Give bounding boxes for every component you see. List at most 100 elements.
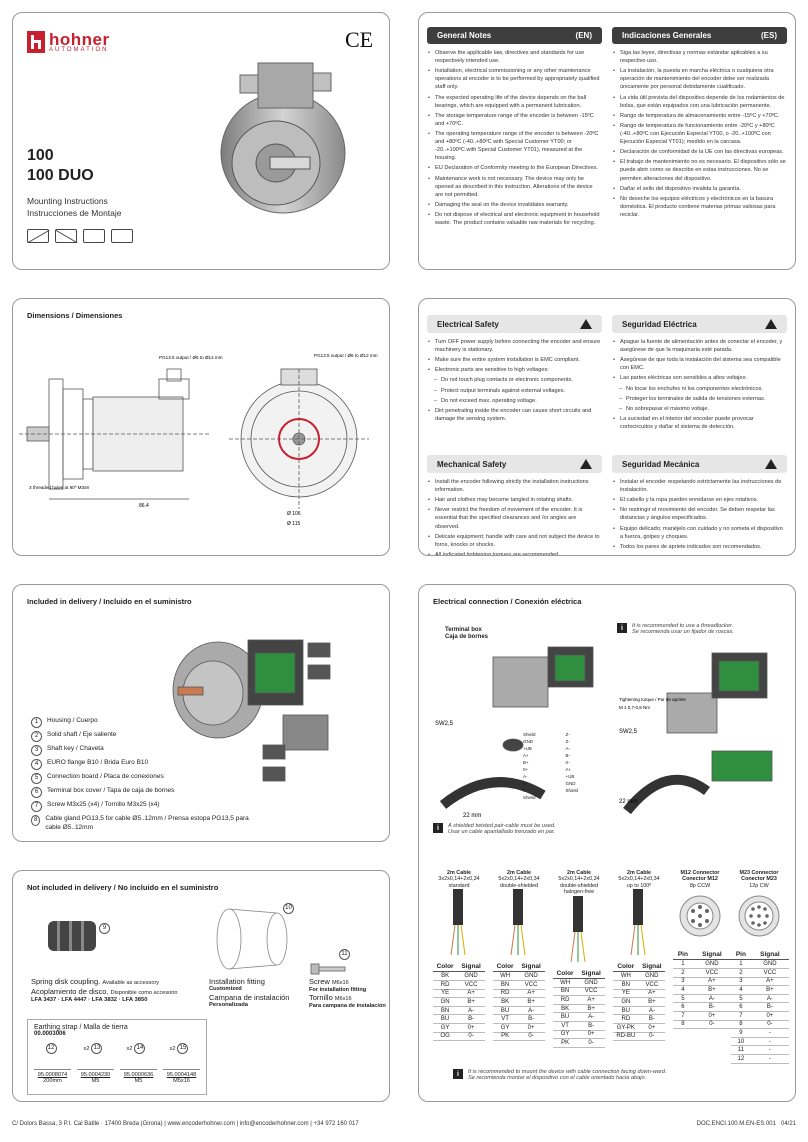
footer-doc: DOC.ENCI.100.M.EN-ES.001 04/21: [696, 1121, 796, 1127]
hand-icon: [111, 229, 133, 243]
part-qty: x2: [169, 1045, 176, 1052]
subtitle-en: Mounting Instructions: [27, 196, 108, 206]
warning-icon: [765, 459, 777, 469]
mechanical-safety-es-header: Seguridad Mecánica: [612, 455, 787, 473]
not-included-panel: Not included in delivery / No incluido e…: [12, 870, 390, 1102]
electrical-connection-panel: Electrical connection / Conexión eléctri…: [418, 584, 796, 1102]
part-code: 95.0004148: [166, 1072, 197, 1078]
electrical-safety-es: Seguridad Eléctrica Apague la fuente de …: [612, 315, 787, 433]
item-label: Terminal box cover / Tapa de caja de bor…: [47, 787, 175, 794]
encoder-illustration: [220, 62, 346, 214]
terminal-label: GND: [523, 739, 533, 744]
pictogram-row: [27, 229, 133, 244]
item-number: 1: [31, 717, 42, 728]
dim-label-pg2: PG13.5 output / Ø6 to Ø12 mm: [314, 353, 378, 358]
bullet-item: Make sure the entire system installation…: [427, 356, 602, 364]
brand-logo: hohner AUTOMATION: [27, 31, 110, 53]
terminal-label: B-: [523, 781, 528, 786]
bullet-item: Asegúrese de que toda la instalación del…: [612, 356, 787, 372]
terminal-label: 0+: [523, 767, 529, 772]
bullet-item: All indicated tightening torques are rec…: [427, 551, 602, 555]
part-code: 95.0000636: [123, 1072, 154, 1078]
info-icon: i: [453, 1069, 463, 1079]
terminal-label: Shield: [565, 788, 579, 793]
dim-label-106: Ø 106: [287, 511, 301, 517]
warning-icon: [765, 319, 777, 329]
item-number: 4: [31, 759, 42, 770]
warning-icon: [580, 319, 592, 329]
bullet-item: No deseche los equipos eléctricos y elec…: [612, 195, 787, 219]
part-illustration: [34, 1054, 71, 1070]
bullet-item: Installation, electrical commissioning o…: [427, 67, 602, 91]
sw-label: SW2,5: [435, 721, 454, 727]
part-illustration: [163, 1054, 200, 1070]
bullet-item: Hair and clothes may become tangled in r…: [427, 496, 602, 504]
wiring-drawing-left: SW2,5 22 mm: [435, 646, 594, 819]
terminal-label: Shield: [523, 732, 536, 737]
terminal-label: B+: [523, 760, 529, 765]
coupling-illustration: [48, 921, 96, 951]
sub-bullet-item: Proteger los terminales de salida de ten…: [612, 395, 787, 403]
item-label: Screw M3x25 (x4) / Tornillo M3x25 (x4): [47, 801, 160, 808]
bullet-item: Dirt penetrating inside the encoder can …: [427, 407, 602, 423]
fitting-number: 10: [283, 903, 294, 914]
included-item: 1 Housing / Cuerpo: [31, 717, 251, 728]
part-size: 200mm: [43, 1078, 62, 1084]
bullet-item: EU Declaration of Conformity meeting to …: [427, 164, 602, 172]
dim-label-holes: 3 threaded holes at 90º M3x8: [29, 485, 89, 490]
mm-label: 22 mm: [463, 813, 481, 819]
coupling-number: 9: [99, 923, 110, 934]
bullet-item: Observe the applicable law, directives a…: [427, 49, 602, 65]
terminal-label: A+: [523, 753, 529, 758]
dimensions-title: Dimensions / Dimensiones: [27, 311, 123, 320]
part-size: M5x16: [173, 1078, 190, 1084]
terminal-label: Z-: [565, 739, 570, 744]
mechanical-safety-en: Mechanical Safety Install the encoder fo…: [427, 455, 602, 555]
mechanical-safety-en-header: Mechanical Safety: [427, 455, 602, 473]
brand-name: hohner: [49, 29, 110, 49]
torque-label: Tightening torque / Par de apriete: [619, 697, 686, 702]
terminal-label: Shield: [523, 795, 536, 800]
bullet-item: Never restrict the freedom of movement o…: [427, 506, 602, 530]
sw-label-right: SW2,5: [619, 729, 638, 735]
bullet-item: La instalación, la puesta en marcha eléc…: [612, 67, 787, 91]
dim-label-115: Ø 115: [287, 521, 300, 527]
bullet-item: Apague la fuente de alimentación antes d…: [612, 338, 787, 354]
part-illustration: [77, 1054, 114, 1070]
terminal-label: A+: [565, 767, 572, 772]
torque-value: M 1 0,7-0,8 Nm: [619, 705, 650, 710]
item-label: Housing / Cuerpo: [47, 717, 98, 724]
